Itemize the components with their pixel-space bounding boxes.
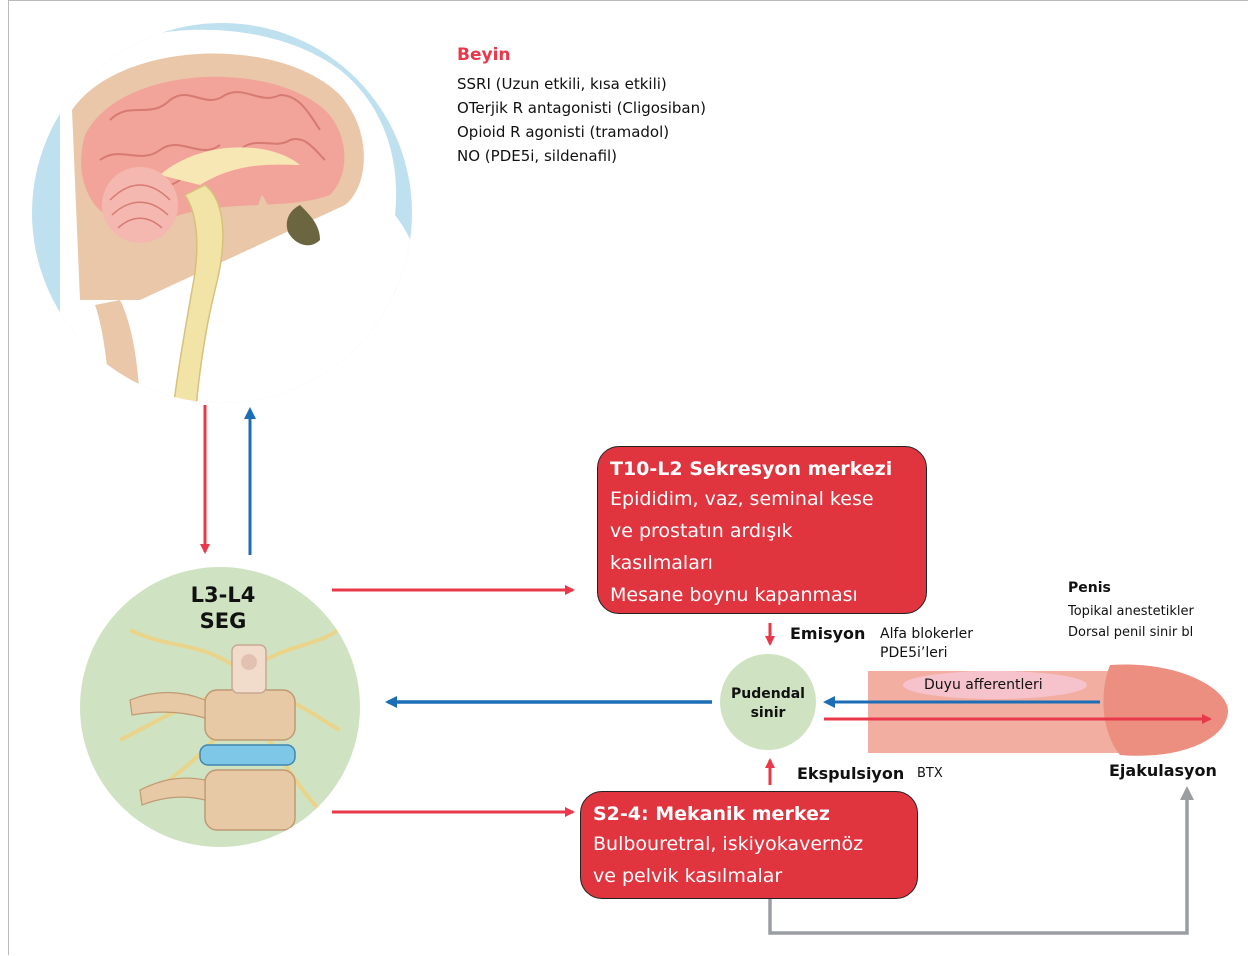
ejaculation-label: Ejakulasyon bbox=[1109, 761, 1217, 780]
brain-illustration bbox=[32, 23, 414, 420]
secretion-center-title: T10-L2 Sekresyon merkezi bbox=[610, 455, 914, 483]
secretion-center-line: ve prostatın ardışık bbox=[610, 515, 914, 547]
penis-title: Penis bbox=[1068, 580, 1111, 596]
penis-item: Topikal anestetikler bbox=[1068, 601, 1194, 622]
afferents-label: Duyu afferentleri bbox=[924, 677, 1043, 693]
mechanical-center-title: S2-4: Mekanik merkez bbox=[593, 800, 905, 828]
brain-drug-list: SSRI (Uzun etkili, kısa etkili) OTerjik … bbox=[457, 72, 706, 168]
pudendal-label: Pudendal sinir bbox=[720, 685, 816, 723]
secretion-center-line: kasılmaları bbox=[610, 547, 914, 579]
brain-item: SSRI (Uzun etkili, kısa etkili) bbox=[457, 72, 706, 96]
penis-treatment-list: Topikal anestetikler Dorsal penil sinir … bbox=[1068, 601, 1194, 643]
pudendal-line2: sinir bbox=[720, 704, 816, 723]
mechanical-center-box: S2-4: Mekanik merkez Bulbouretral, iskiy… bbox=[580, 791, 918, 899]
penis-illustration bbox=[868, 664, 1228, 755]
secretion-center-box: T10-L2 Sekresyon merkezi Epididim, vaz, … bbox=[597, 446, 927, 614]
seg-line2: SEG bbox=[168, 608, 278, 634]
secretion-center-line: Epididim, vaz, seminal kese bbox=[610, 483, 914, 515]
brain-item: OTerjik R antagonisti (Cligosiban) bbox=[457, 96, 706, 120]
mechanical-center-line: Bulbouretral, iskiyokavernöz bbox=[593, 828, 905, 860]
secretion-center-line: Mesane boynu kapanması bbox=[610, 579, 914, 611]
brain-item: Opioid R agonisti (tramadol) bbox=[457, 120, 706, 144]
expulsion-note: BTX bbox=[917, 766, 943, 781]
seg-label: L3-L4 SEG bbox=[168, 582, 278, 634]
emission-note: Alfa blokerler bbox=[880, 626, 973, 642]
brain-title: Beyin bbox=[457, 45, 511, 65]
pudendal-line1: Pudendal bbox=[720, 685, 816, 704]
mechanical-center-line: ve pelvik kasılmalar bbox=[593, 860, 905, 892]
emission-label: Emisyon bbox=[790, 624, 865, 643]
seg-line1: L3-L4 bbox=[168, 582, 278, 608]
expulsion-label: Ekspulsiyon bbox=[797, 764, 904, 783]
emission-note: PDE5i’leri bbox=[880, 645, 947, 661]
penis-item: Dorsal penil sinir bl bbox=[1068, 622, 1194, 643]
brain-item: NO (PDE5i, sildenafil) bbox=[457, 144, 706, 168]
